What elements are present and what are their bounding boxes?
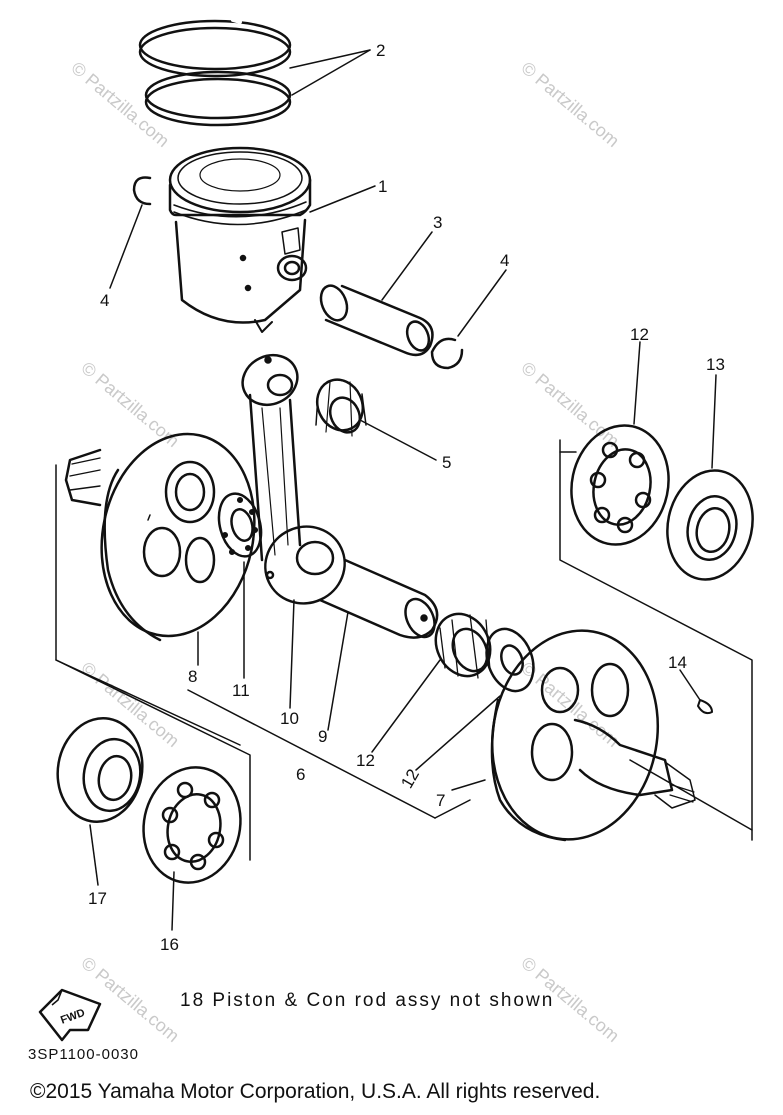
callout-13: 12 [630,325,649,344]
diagram-code: 3SP1100-0030 [28,1046,139,1063]
callout-16: 16 [160,935,179,954]
fwd-arrow-icon: FWD [38,988,102,1042]
assembly-brackets [55,439,753,861]
callout-labels: 2 1 3 4 4 5 12 13 14 8 11 10 9 6 12 12 7… [88,41,725,954]
callout-14: 13 [706,355,725,374]
crank-half-right [490,629,696,842]
callout-10: 10 [280,709,299,728]
crank-half-left [64,432,256,642]
oil-seal-left-17 [56,717,144,823]
small-end-bearing [315,378,367,437]
watermark-1: © Partzilla.com [67,58,173,151]
leader-lines [89,49,717,931]
crank-washer-right [485,627,535,693]
bearing-right-13 [570,424,670,546]
callout-12-left: 11 [232,681,250,700]
big-end-bearing [434,612,492,679]
callout-15: 14 [668,653,687,672]
callout-12-right: 12 [397,766,423,792]
callout-5: 5 [442,453,451,472]
circlip-right [430,337,464,370]
connecting-rod [241,353,346,605]
callout-17: 17 [88,889,107,908]
callout-4-right: 4 [500,251,509,270]
watermark-7: © Partzilla.com [77,953,183,1046]
circlip-left [132,176,152,206]
watermark-4: © Partzilla.com [517,358,623,451]
watermark-2: © Partzilla.com [517,58,623,151]
callout-1: 1 [378,177,387,196]
watermark-layer: © Partzilla.com © Partzilla.com © Partzi… [67,58,623,1046]
callout-2: 2 [376,41,385,60]
piston [168,146,312,333]
piston-pin [319,284,434,357]
bearing-left-16 [142,766,242,884]
callout-3: 3 [433,213,442,232]
note-text: 18 Piston & Con rod assy not shown [180,990,555,1011]
callout-8: 8 [188,667,197,686]
callout-7: 7 [436,791,445,810]
oil-seal-right-14 [666,469,754,581]
callout-4-left: 4 [100,291,109,310]
callout-6: 6 [296,765,305,784]
callout-11: 12 [356,751,375,770]
piston-rings [138,18,292,127]
crank-pin [318,558,439,639]
woodruff-key [697,699,713,715]
callout-9: 9 [318,727,327,746]
copyright-line: ©2015 Yamaha Motor Corporation, U.S.A. A… [30,1080,601,1103]
crank-washer-left [217,492,263,558]
watermark-5: © Partzilla.com [77,658,183,751]
